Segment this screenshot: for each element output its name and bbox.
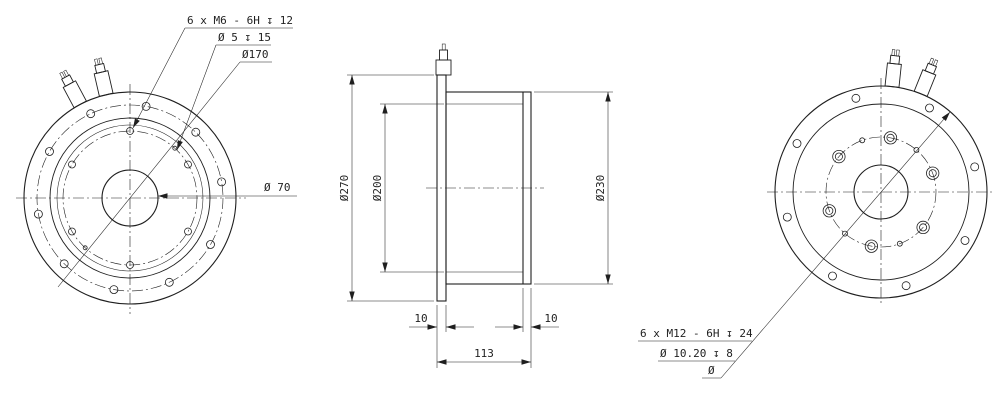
front-bore-label: Ø 70 bbox=[264, 181, 291, 194]
drilled-hole bbox=[859, 137, 866, 144]
rear-outer-circle bbox=[774, 85, 988, 299]
bolt-hole bbox=[45, 147, 54, 156]
connector-plug bbox=[93, 57, 114, 97]
m6-tapped-hole bbox=[184, 160, 192, 169]
connector-cap bbox=[61, 74, 74, 87]
side-view: Ø270 Ø200 Ø230 10 10 113 bbox=[338, 43, 613, 368]
bolt-hole bbox=[59, 259, 69, 269]
dowel-pin-hole bbox=[172, 145, 178, 151]
bolt-hole bbox=[925, 103, 934, 113]
connector-plug bbox=[913, 57, 939, 97]
drilled-hole bbox=[896, 240, 903, 247]
connector-pin bbox=[94, 58, 99, 66]
connector-pin bbox=[59, 71, 66, 80]
bolt-hole bbox=[86, 109, 96, 119]
bolt-hole bbox=[109, 285, 119, 295]
bolt-hole bbox=[782, 212, 792, 222]
m6-tapped-hole bbox=[126, 261, 134, 269]
thread bbox=[919, 223, 928, 232]
overall-length-label: 113 bbox=[474, 347, 494, 360]
front-m6-bolt-circle bbox=[62, 130, 198, 266]
m12-tapped-hole bbox=[916, 220, 930, 234]
thread bbox=[886, 133, 895, 142]
m6-tapped-hole bbox=[126, 127, 134, 135]
thread bbox=[928, 169, 937, 178]
counterbore bbox=[822, 204, 836, 218]
connector-plug bbox=[435, 43, 452, 76]
rear-drill-callout: Ø 10.20 ↧ 8 bbox=[660, 347, 733, 360]
leader-line bbox=[132, 27, 186, 129]
drilled-hole bbox=[913, 146, 920, 153]
m12-tapped-hole bbox=[926, 166, 940, 180]
counterbore bbox=[916, 220, 930, 234]
m6-tapped-hole bbox=[184, 227, 192, 236]
rear-inner-circle bbox=[792, 103, 970, 281]
bolt-hole bbox=[191, 127, 201, 137]
bolt-hole bbox=[217, 177, 227, 187]
rear-m12-bolt-circle bbox=[825, 136, 937, 248]
front-thread-callout: 6 x M6 - 6H ↧ 12 bbox=[187, 14, 293, 27]
rear-thread-callout: 6 x M12 - 6H ↧ 24 bbox=[640, 327, 753, 340]
m12-tapped-hole bbox=[864, 239, 879, 253]
rear-diagonal-leader bbox=[720, 111, 951, 379]
bolt-hole bbox=[164, 277, 174, 287]
connector-pin bbox=[932, 59, 939, 67]
bolt-hole bbox=[792, 139, 802, 148]
connector-pin bbox=[441, 43, 446, 51]
bolt-hole bbox=[970, 162, 980, 172]
front-outer-circle bbox=[23, 91, 237, 305]
connector-pin bbox=[895, 49, 900, 57]
side-flange-dia-label: Ø270 bbox=[338, 175, 351, 202]
counterbore bbox=[883, 131, 898, 145]
connector-cap bbox=[889, 54, 901, 65]
counterbore bbox=[864, 239, 879, 253]
connector-pin bbox=[98, 57, 103, 65]
m12-tapped-hole bbox=[832, 150, 846, 164]
front-inner-ring-circle bbox=[56, 124, 204, 272]
m12-tapped-hole bbox=[883, 131, 898, 145]
drilled-hole bbox=[842, 230, 848, 237]
rear-view: 6 x M12 - 6H ↧ 24 Ø 10.20 ↧ 8 Ø bbox=[638, 49, 995, 379]
m6-tapped-hole bbox=[68, 227, 76, 236]
front-flange-thickness-label: 10 bbox=[414, 312, 427, 325]
thread bbox=[867, 242, 876, 251]
front-pilot-circle bbox=[49, 117, 211, 279]
bolt-hole bbox=[828, 271, 837, 281]
bolt-hole bbox=[206, 240, 215, 249]
front-outer-bolt-circle bbox=[36, 104, 224, 292]
rear-center-bore bbox=[853, 164, 909, 220]
front-view: 6 x M6 - 6H ↧ 12 Ø 5 ↧ 15 Ø170 Ø 70 bbox=[16, 14, 297, 314]
counterbore bbox=[926, 166, 940, 180]
connector-cap bbox=[94, 62, 106, 74]
connector-plug bbox=[59, 69, 87, 109]
front-pin-callout: Ø 5 ↧ 15 bbox=[218, 31, 271, 44]
housing-section bbox=[445, 91, 532, 285]
rear-dia-label: Ø bbox=[708, 364, 715, 377]
connector-pin bbox=[891, 49, 896, 56]
connector-pin bbox=[928, 57, 935, 65]
dowel-pin-hole bbox=[82, 245, 88, 251]
front-diagonal-diameter-line bbox=[57, 61, 241, 288]
front-bolt-circle-label: Ø170 bbox=[242, 48, 269, 61]
rear-flange-thickness-label: 10 bbox=[544, 312, 557, 325]
m6-tapped-hole bbox=[68, 160, 76, 169]
leader-line bbox=[176, 44, 217, 151]
bolt-hole bbox=[960, 236, 970, 245]
side-body-dia-label: Ø200 bbox=[371, 175, 384, 202]
side-rear-dia-label: Ø230 bbox=[594, 175, 607, 202]
thread bbox=[825, 206, 834, 215]
counterbore bbox=[832, 150, 846, 164]
bolt-hole bbox=[851, 93, 861, 103]
m12-tapped-hole bbox=[822, 204, 836, 218]
connector-pin bbox=[63, 69, 70, 77]
connector-plug bbox=[884, 49, 902, 88]
bolt-hole bbox=[901, 281, 911, 291]
thread bbox=[834, 152, 843, 161]
bolt-hole bbox=[34, 209, 43, 219]
connector-cap bbox=[924, 62, 938, 75]
